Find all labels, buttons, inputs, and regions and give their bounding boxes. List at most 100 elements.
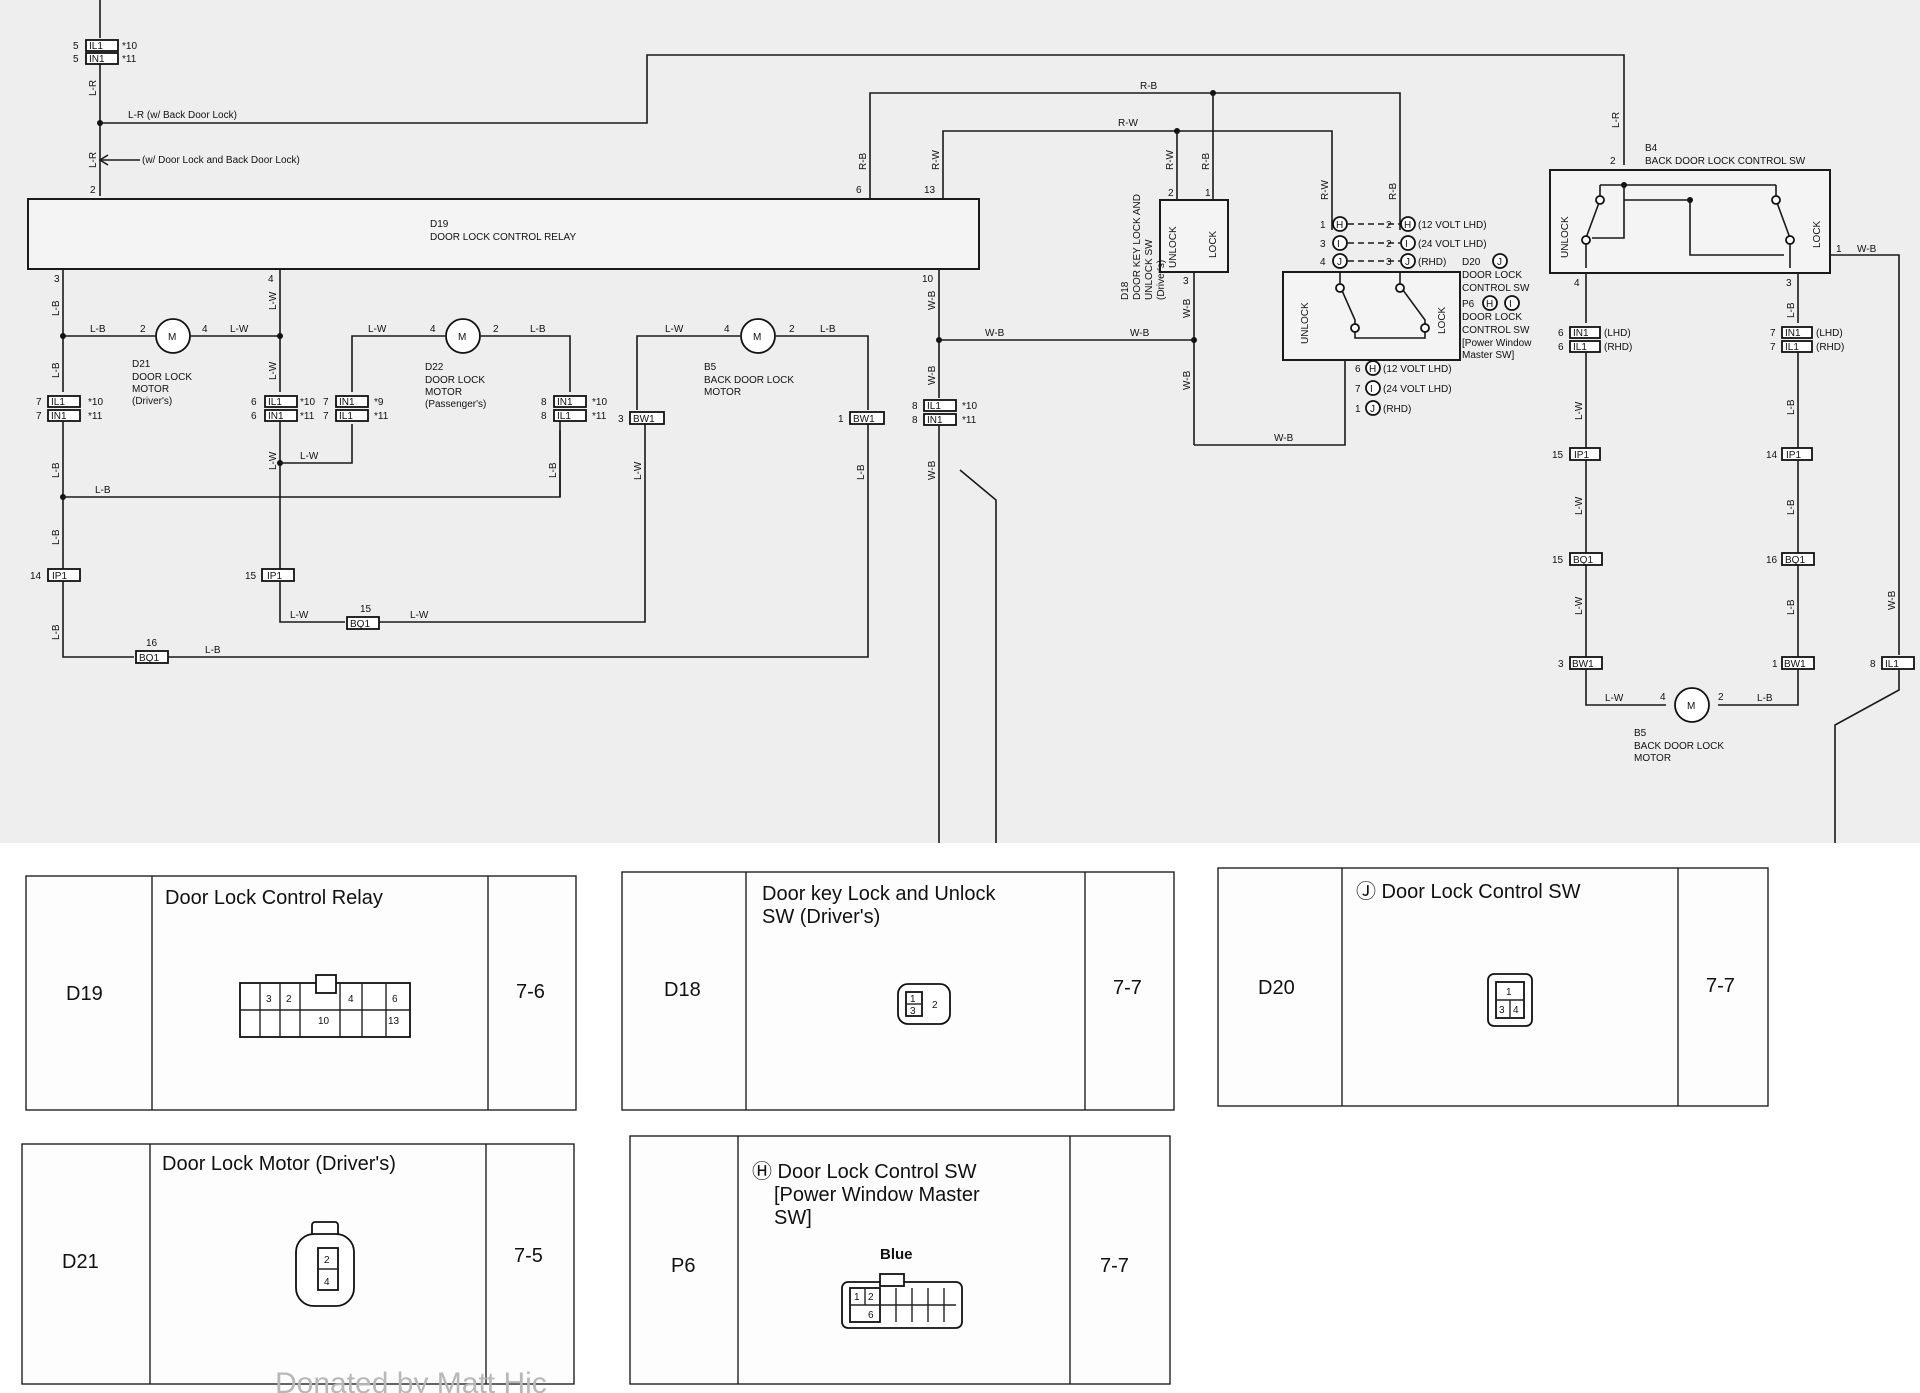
pin-number: 4 [1320, 257, 1326, 268]
pin-number: 15 [360, 604, 372, 615]
wire-label: L-W [1574, 401, 1585, 420]
pin-number: 4 [268, 274, 274, 285]
pin-number: 15 [1552, 450, 1564, 461]
table-cell-d20: D20 Ⓙ Door Lock Control SW 7-7 1 3 4 [1217, 867, 1769, 1107]
conn-label: IL1 [89, 41, 103, 52]
pin-number: 7 [1770, 328, 1776, 339]
pin-label: 3 [1499, 1005, 1505, 1016]
wire-label: W-B [1182, 298, 1193, 318]
wire-label: L-R [88, 152, 99, 168]
conn-label: IP1 [1574, 450, 1589, 461]
relay-name: DOOR LOCK CONTROL RELAY [430, 232, 576, 243]
wire-label: L-W [665, 324, 684, 335]
motor-b5-right: M 4 2 B5 BACK DOOR LOCK MOTOR [1634, 687, 1724, 764]
pin-label: 13 [388, 1016, 400, 1027]
connector-code: D20 [1258, 977, 1295, 999]
connector-name: Door Lock Motor (Driver's) [162, 1153, 396, 1175]
motor-code: B5 [1634, 728, 1647, 739]
wire-label: L-B [51, 362, 62, 378]
conn-label: BW1 [1572, 659, 1594, 670]
connector-code: D21 [62, 1251, 99, 1273]
wire-label: R-B [1388, 182, 1399, 200]
motor-label: BACK DOOR LOCK [1634, 741, 1724, 752]
conn-label: BW1 [853, 414, 875, 425]
pin-number: 1 [1836, 244, 1842, 255]
note-label: *11 [962, 415, 977, 426]
pin-number: 3 [1320, 239, 1326, 250]
page-reference: 7-7 [1706, 975, 1735, 997]
connector-name: SW] [774, 1207, 812, 1229]
motor-symbol: M [168, 332, 176, 343]
variant-label: (RHD) [1816, 342, 1844, 353]
variant-label: (LHD) [1604, 328, 1631, 339]
wire-label: L-W [1574, 496, 1585, 515]
wire-label: W-B [985, 328, 1005, 339]
conn-label: IL1 [339, 411, 353, 422]
wire-label: L-W [268, 451, 279, 470]
pin-label: 4 [324, 1277, 330, 1288]
motor-b5-left: L-W M 4 2 L-B B5 BACK DOOR LOCK MOTOR BW… [618, 318, 885, 480]
note-label: *11 [122, 54, 137, 65]
variant-h: H [1404, 220, 1411, 231]
table-cell-d19: D19 Door Lock Control Relay 7-6 3 2 4 6 … [25, 875, 577, 1111]
pin-label: 6 [868, 1310, 874, 1321]
pin-number: 4 [1660, 692, 1666, 703]
pin-label: 3 [266, 994, 272, 1005]
motor-label: MOTOR [132, 384, 169, 395]
wire-label: R-W [931, 149, 942, 170]
switch-d18: UNLOCK LOCK D18 DOOR KEY LOCK AND UNLOCK… [1120, 188, 1229, 300]
pin4-chain: L-W L-W L-W IL1 IN1 6 6 *10 *11 L-W L-W … [191, 269, 646, 630]
wire-label: W-B [927, 290, 938, 310]
variant-j: J [1337, 257, 1342, 268]
driver-chain: L-B L-B L-B IL1 IN1 7 7 *10 *11 L-B L-B … [30, 269, 869, 664]
conn-label: IN1 [1785, 328, 1801, 339]
pin-number: 2 [493, 324, 499, 335]
connector-d18-face: 1 3 2 [897, 983, 951, 1025]
motor-code: B5 [704, 362, 717, 373]
wire-label: L-B [51, 462, 62, 478]
wire-label: L-R (w/ Back Door Lock) [128, 110, 237, 121]
wire-label: W-B [1274, 433, 1294, 444]
note-label: *10 [122, 41, 137, 52]
note-label: *11 [592, 411, 607, 422]
wire-label: L-B [530, 324, 546, 335]
switch-label: Master SW] [1462, 350, 1514, 361]
watermark-text: Donated by Matt Hic [275, 1367, 547, 1393]
conn-label: BQ1 [1785, 555, 1805, 566]
variant-j: J [1497, 257, 1502, 268]
connector-p6-face: 1 2 6 [841, 1273, 963, 1329]
switch-code: P6 [1462, 299, 1475, 310]
wire-label: R-W [1118, 118, 1139, 129]
conn-label: IL1 [268, 397, 282, 408]
variant-h: H [1486, 299, 1493, 310]
motor-code: D22 [425, 362, 444, 373]
switch-code: D18 [1120, 281, 1131, 300]
pin-number: 16 [1766, 555, 1778, 566]
conn-label: IN1 [268, 411, 284, 422]
pin-number: 1 [1205, 188, 1211, 199]
wire-label: L-W [410, 610, 429, 621]
conn-label: IL1 [557, 411, 571, 422]
pin-number: 1 [1320, 220, 1326, 231]
pin-label: 1 [910, 994, 916, 1005]
conn-label: IL1 [51, 397, 65, 408]
pin-number: 6 [1558, 328, 1564, 339]
motor-label: (Driver's) [132, 396, 172, 407]
wire-label: L-W [1574, 596, 1585, 615]
pin-number: 14 [30, 571, 42, 582]
switch-unlock-label: UNLOCK [1560, 216, 1571, 258]
motor-label: MOTOR [425, 387, 462, 398]
switch-label: CONTROL SW [1462, 325, 1530, 336]
pin-label: 6 [392, 994, 398, 1005]
wire-label: L-B [820, 324, 836, 335]
variant-label: (RHD) [1383, 404, 1411, 415]
conn-label: BQ1 [1573, 555, 1593, 566]
pin-label: 4 [348, 994, 354, 1005]
switch-unlock-label: UNLOCK [1168, 226, 1179, 268]
wire-label: L-B [95, 485, 111, 496]
pin-number: 15 [245, 571, 257, 582]
pin-number: 7 [1770, 342, 1776, 353]
wire-label: R-B [858, 152, 869, 170]
conn-label: IN1 [927, 415, 943, 426]
connector-code: D18 [664, 979, 701, 1001]
